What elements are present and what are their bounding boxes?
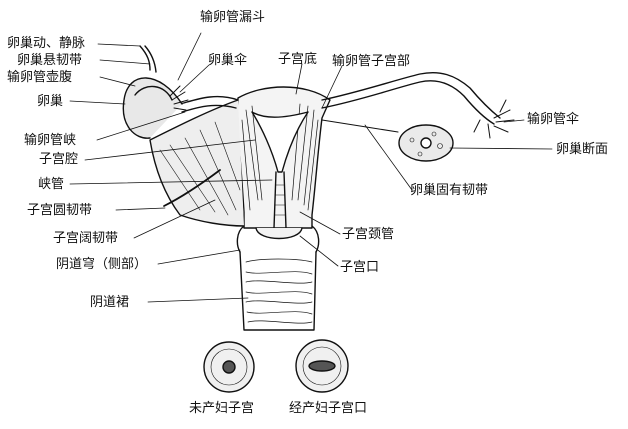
label-broad-ligament: 子宫阔韧带 (53, 231, 119, 246)
label-cervical-canal: 子宫颈管 (342, 227, 395, 242)
label-nulliparous: 未产妇子宫 (189, 401, 255, 416)
nulliparous-cervix-view (203, 341, 255, 393)
label-ovary: 卵巢 (37, 94, 64, 109)
label-ampulla: 输卵管壶腹 (7, 70, 73, 85)
parous-cervix-view (295, 339, 349, 393)
label-isthmus-uteri: 峡管 (38, 177, 65, 192)
myometrium-hatching (241, 103, 319, 211)
label-ovarian-vessels: 卵巢动、静脉 (7, 36, 86, 51)
label-fundus: 子宫底 (278, 52, 318, 67)
left-fimbriae (169, 85, 189, 111)
uterine-cavity-shape (251, 111, 309, 173)
round-ligament-shape (163, 169, 221, 207)
label-vaginal-rugae: 阴道裙 (90, 295, 130, 310)
label-isthmus-tube: 输卵管峡 (24, 133, 77, 148)
label-fimbriae: 输卵管伞 (527, 112, 580, 127)
label-infundibulum: 输卵管漏斗 (200, 10, 266, 25)
vagina-outline (239, 251, 317, 331)
ovarian-vessels (139, 45, 151, 71)
broad-ligament-shape (149, 99, 245, 227)
right-fimbriae (473, 99, 515, 139)
label-ovarian-ligament: 卵巢固有韧带 (410, 183, 489, 198)
left-tube (179, 95, 239, 105)
label-uterine-part-tube: 输卵管子宫部 (332, 54, 411, 69)
vaginal-rugae (245, 258, 313, 324)
label-ovary-fimbria: 卵巢伞 (208, 53, 248, 68)
label-uterine-cavity: 子宫腔 (39, 152, 79, 167)
label-external-os: 子宫口 (340, 260, 380, 275)
label-round-ligament: 子宫圆韧带 (27, 203, 93, 218)
label-vaginal-fornix: 阴道穹（侧部） (56, 257, 148, 272)
ovarian-ligament (321, 119, 399, 133)
label-ovary-section: 卵巢断面 (556, 142, 609, 157)
label-suspensory-ligament: 卵巢悬韧带 (17, 53, 83, 68)
right-tube (321, 71, 501, 119)
cervix-shape (255, 227, 303, 240)
cervical-canal-shape (273, 171, 287, 229)
label-parous: 经产妇子宫口 (289, 401, 368, 416)
leader-lines (69, 32, 553, 303)
